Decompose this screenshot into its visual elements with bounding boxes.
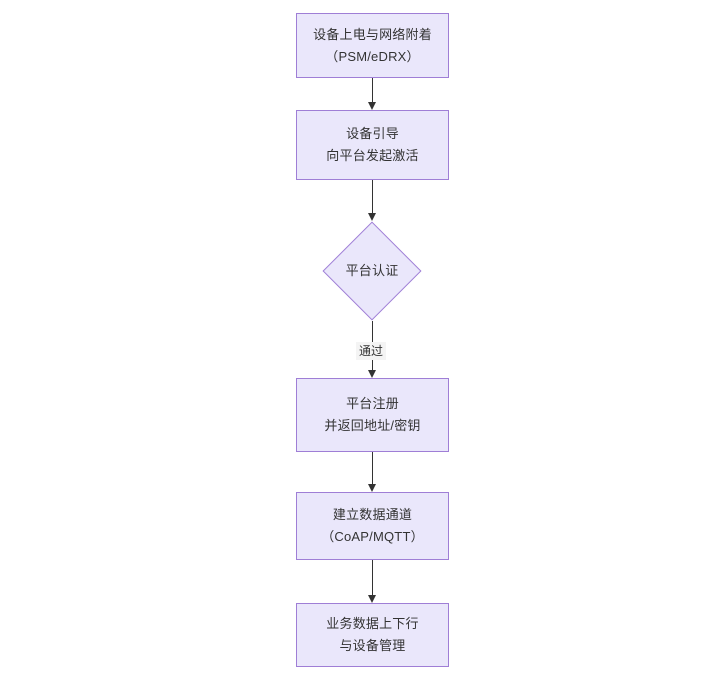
edge-arrowhead-2 xyxy=(367,213,376,221)
edge-line-1 xyxy=(371,78,373,103)
edge-label-pass: 通过 xyxy=(356,342,387,360)
node-establish-data-channel[interactable]: 建立数据通道 （CoAP/MQTT） xyxy=(296,492,449,560)
node-label-platform-register: 平台注册 并返回地址/密钥 xyxy=(324,396,421,433)
edge-line-2 xyxy=(371,180,373,214)
node-label-platform-auth: 平台认证 xyxy=(345,263,399,278)
edge-line-5 xyxy=(371,560,373,596)
edge-arrowhead-5 xyxy=(367,595,376,603)
node-label-device-power-on: 设备上电与网络附着 （PSM/eDRX） xyxy=(313,26,432,64)
edge-arrowhead-1 xyxy=(367,102,376,110)
node-label-device-bootstrap: 设备引导 向平台发起激活 xyxy=(326,126,419,163)
node-platform-auth-decision[interactable]: 平台认证 xyxy=(322,221,422,321)
edge-line-4 xyxy=(371,452,373,485)
node-device-power-on[interactable]: 设备上电与网络附着 （PSM/eDRX） xyxy=(296,13,449,78)
node-platform-register[interactable]: 平台注册 并返回地址/密钥 xyxy=(296,378,449,452)
edge-arrowhead-4 xyxy=(367,484,376,492)
node-device-bootstrap[interactable]: 设备引导 向平台发起激活 xyxy=(296,110,449,180)
edge-arrowhead-3 xyxy=(367,370,376,378)
node-business-data-and-device-mgmt[interactable]: 业务数据上下行 与设备管理 xyxy=(296,603,449,667)
node-label-business-data-and-device-mgmt: 业务数据上下行 与设备管理 xyxy=(326,616,419,653)
node-label-establish-data-channel: 建立数据通道 （CoAP/MQTT） xyxy=(321,507,424,544)
